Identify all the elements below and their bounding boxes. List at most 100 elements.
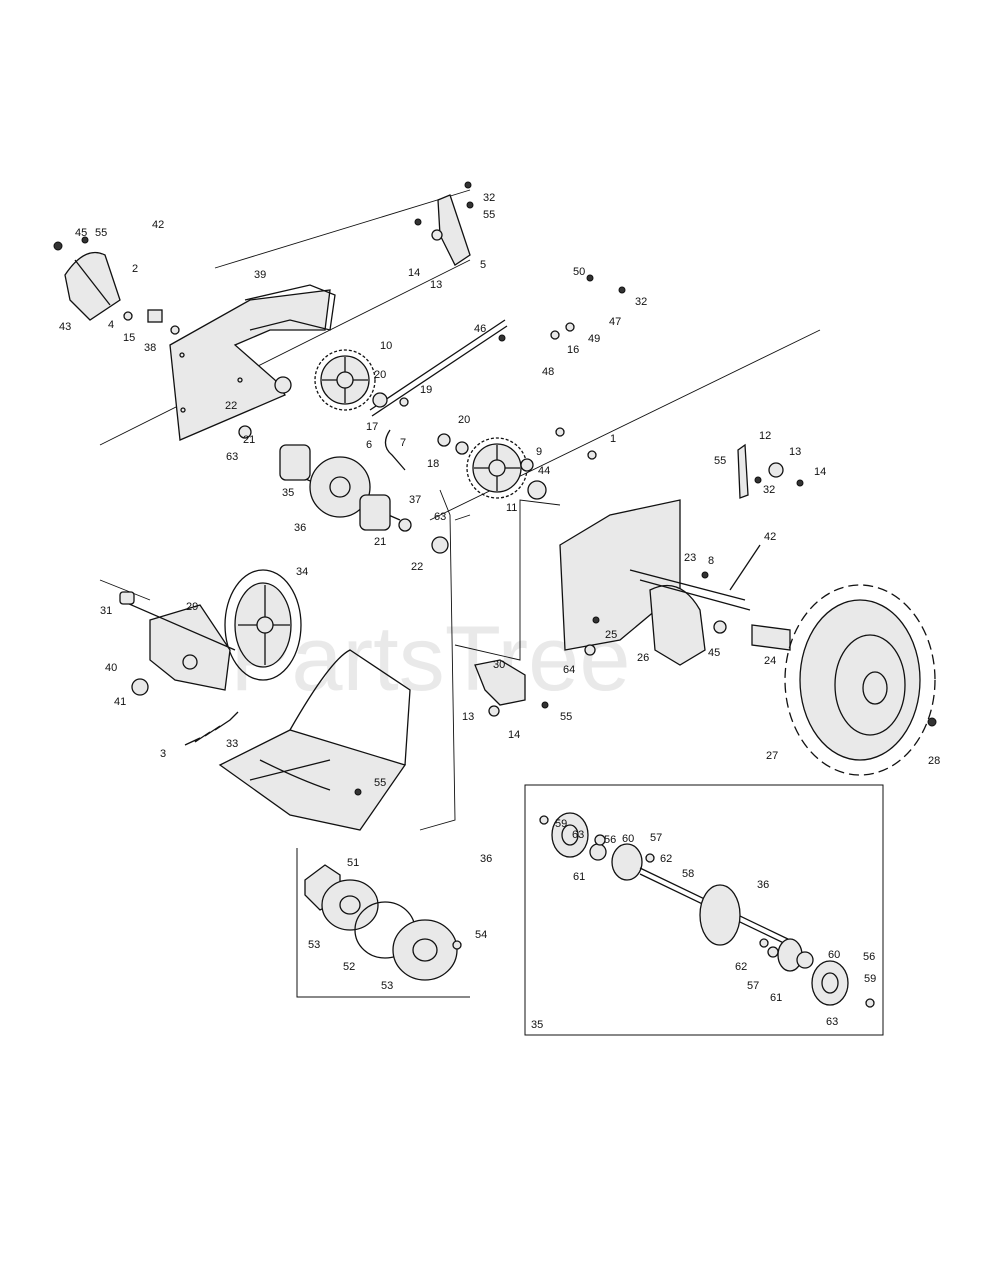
callout: 63 — [826, 1016, 838, 1028]
callout: 55 — [714, 455, 726, 467]
callout: 9 — [536, 446, 542, 458]
callout: 14 — [508, 729, 520, 741]
callout: 42 — [152, 219, 164, 231]
callout: 29 — [186, 601, 198, 613]
callout: 56 — [604, 834, 616, 846]
callout: 37 — [409, 494, 421, 506]
callout: 32 — [763, 484, 775, 496]
callout: 10 — [380, 340, 392, 352]
callout: 20 — [458, 414, 470, 426]
callout: 2 — [132, 263, 138, 275]
callout: 62 — [660, 853, 672, 865]
callout: 53 — [381, 980, 393, 992]
callout: 36 — [294, 522, 306, 534]
callout: 3 — [160, 748, 166, 760]
callout: 58 — [682, 868, 694, 880]
bracket-42 — [64, 251, 121, 321]
callout: 7 — [400, 437, 406, 449]
callout: 13 — [430, 279, 442, 291]
wheel-27 — [784, 584, 936, 776]
pulley-34 — [224, 569, 302, 681]
callout: 4 — [108, 319, 114, 331]
bracket-30 — [474, 659, 526, 706]
gear-44 — [466, 437, 528, 499]
frame-plate-23 — [559, 499, 751, 666]
callout: 61 — [573, 871, 585, 883]
callout: 52 — [343, 961, 355, 973]
callout: 61 — [770, 992, 782, 1004]
callout: 39 — [254, 269, 266, 281]
callout: 50 — [573, 266, 585, 278]
inset-frame-35 — [524, 784, 884, 1036]
callout: 19 — [420, 384, 432, 396]
hub-kit — [304, 864, 462, 981]
callout: 53 — [308, 939, 320, 951]
callout: 13 — [789, 446, 801, 458]
callout: 55 — [560, 711, 572, 723]
callout: 16 — [567, 344, 579, 356]
callout: 55 — [374, 777, 386, 789]
frame-lines — [99, 189, 821, 831]
callout: 20 — [374, 369, 386, 381]
callout: 63 — [572, 829, 584, 841]
callout: 51 — [347, 857, 359, 869]
callout: 63 — [226, 451, 238, 463]
callout: 22 — [225, 400, 237, 412]
callout: 21 — [374, 536, 386, 548]
callout: 60 — [622, 833, 634, 845]
callout: 12 — [759, 430, 771, 442]
callout: 59 — [555, 818, 567, 830]
callout: 64 — [563, 664, 575, 676]
callout: 31 — [100, 605, 112, 617]
callout: 60 — [828, 949, 840, 961]
gear-housing-39 — [169, 284, 336, 441]
callout: 13 — [462, 711, 474, 723]
callout: 14 — [814, 466, 826, 478]
callout: 35 — [282, 487, 294, 499]
callout: 42 — [764, 531, 776, 543]
callout: 22 — [411, 561, 423, 573]
gear-10 — [314, 349, 376, 411]
callout: 55 — [95, 227, 107, 239]
callout: 5 — [480, 259, 486, 271]
callout-labels: 1 2 3 4 5 6 7 8 9 10 11 12 13 13 13 14 1… — [59, 192, 940, 1031]
plate-29 — [119, 591, 236, 696]
bracket-5 — [437, 194, 471, 266]
callout: 25 — [605, 629, 617, 641]
callout: 48 — [542, 366, 554, 378]
callout: 33 — [226, 738, 238, 750]
callout: 44 — [538, 465, 550, 477]
rod-6 — [384, 429, 406, 471]
shaft-42 — [729, 544, 761, 591]
spacer-24 — [751, 624, 791, 651]
callout: 34 — [296, 566, 308, 578]
callout: 57 — [747, 980, 759, 992]
callout: 41 — [114, 696, 126, 708]
bracket-12 — [737, 443, 749, 499]
callout: 18 — [427, 458, 439, 470]
callout: 11 — [506, 502, 517, 514]
callout: 63 — [434, 511, 446, 523]
callout: 43 — [59, 321, 71, 333]
callout: 56 — [863, 951, 875, 963]
callout: 15 — [123, 332, 135, 344]
callout: 54 — [475, 929, 487, 941]
inset-frame-36 — [296, 848, 470, 998]
callout: 8 — [708, 555, 714, 567]
callout: 28 — [928, 755, 940, 767]
callout: 21 — [243, 434, 255, 446]
callout: 6 — [366, 439, 372, 451]
shaft-17 — [369, 319, 547, 500]
callout: 24 — [764, 655, 776, 667]
callout: 62 — [735, 961, 747, 973]
callout: 23 — [684, 552, 696, 564]
callout: 35 — [531, 1019, 543, 1031]
callout: 49 — [588, 333, 600, 345]
callout: 36 — [480, 853, 492, 865]
callout: 32 — [635, 296, 647, 308]
callout: 26 — [637, 652, 649, 664]
callout: 32 — [483, 192, 495, 204]
callout: 17 — [366, 421, 378, 433]
axle-assembly — [551, 812, 849, 1006]
